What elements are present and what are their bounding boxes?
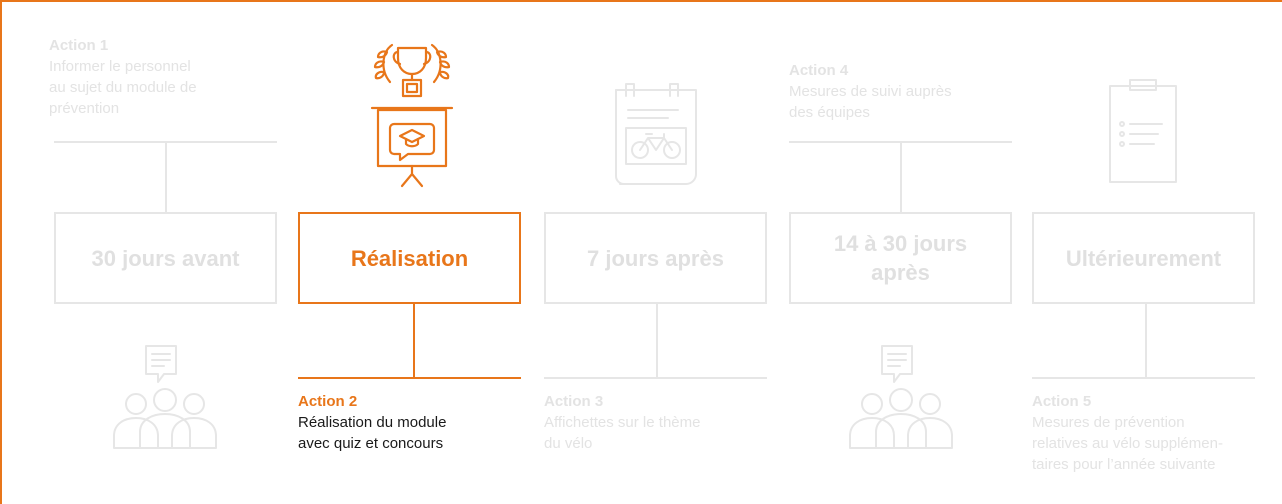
connector-2 xyxy=(413,304,415,378)
action-4-text: Action 4 Mesures de suivi auprès des équ… xyxy=(789,60,952,123)
action-2-text: Action 2 Réalisation du module avec quiz… xyxy=(298,391,446,454)
phase-box-7-jours-apres: 7 jours après xyxy=(544,212,767,304)
action-description: Réalisation du module avec quiz et conco… xyxy=(298,414,447,452)
action-5-overline xyxy=(1032,377,1255,379)
phase-box-14-30-jours-apres: 14 à 30 jours après xyxy=(789,212,1012,304)
action-title: Action 1 xyxy=(49,37,109,54)
clipboard-checklist-icon xyxy=(1109,79,1177,183)
trophy-presentation-icon xyxy=(370,43,454,188)
connector-5 xyxy=(1145,304,1147,378)
people-speech-icon xyxy=(849,345,953,449)
phase-label: 7 jours après xyxy=(587,245,724,271)
action-description: Mesures de suivi auprès des équipes xyxy=(789,83,952,121)
action-title: Action 5 xyxy=(1032,393,1092,410)
phase-box-realisation: Réalisation xyxy=(298,212,521,304)
action-5-text: Action 5 Mesures de prévention relatives… xyxy=(1032,391,1223,475)
action-title: Action 3 xyxy=(544,393,604,410)
phase-label: Réalisation xyxy=(350,245,469,271)
action-description: Mesures de prévention relatives au vélo … xyxy=(1032,414,1223,473)
action-2-overline xyxy=(298,377,521,379)
phase-box-30-jours-avant: 30 jours avant xyxy=(54,212,277,304)
action-title: Action 4 xyxy=(789,62,849,79)
phase-label: 30 jours avant xyxy=(91,245,240,271)
phase-label: Ultérieurement xyxy=(1065,245,1222,271)
phase-label: 14 à 30 jours après xyxy=(833,231,968,285)
people-speech-icon xyxy=(113,345,217,449)
action-description: Affichettes sur le thème du vélo xyxy=(544,414,701,452)
connector-3 xyxy=(656,304,658,378)
action-title: Action 2 xyxy=(298,393,358,410)
action-3-text: Action 3 Affichettes sur le thème du vél… xyxy=(544,391,700,454)
connector-4 xyxy=(900,142,902,212)
action-1-text: Action 1 Informer le personnel au sujet … xyxy=(49,35,197,119)
connector-1 xyxy=(165,142,167,212)
action-description: Informer le personnel au sujet du module… xyxy=(49,58,197,117)
action-3-overline xyxy=(544,377,767,379)
bicycle-poster-icon xyxy=(615,83,697,185)
phase-box-ulterieurement: Ultérieurement xyxy=(1032,212,1255,304)
